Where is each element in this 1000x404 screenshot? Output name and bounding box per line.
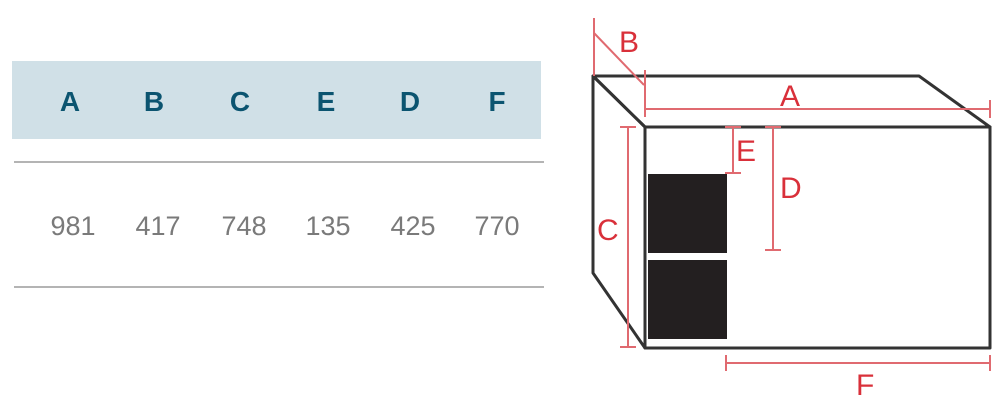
header-f: F <box>488 86 506 117</box>
value-a: 981 <box>50 211 96 241</box>
label-c: C <box>597 214 619 247</box>
drawer-lower <box>648 260 727 339</box>
drawer-upper <box>648 174 727 253</box>
value-d: 425 <box>390 211 436 241</box>
header-d: D <box>399 86 421 117</box>
table-header-band <box>12 61 541 139</box>
label-b: B <box>619 26 639 59</box>
header-a: A <box>59 86 81 117</box>
value-c: 748 <box>221 211 267 241</box>
divider <box>14 161 544 163</box>
header-e: E <box>316 86 336 117</box>
cabinet-outline <box>591 74 992 350</box>
label-a: A <box>780 80 800 113</box>
label-d: D <box>780 172 802 205</box>
label-f: F <box>856 369 874 402</box>
label-e: E <box>736 135 756 168</box>
header-b: B <box>143 86 165 117</box>
header-c: C <box>229 86 251 117</box>
divider <box>14 286 544 288</box>
value-e: 135 <box>305 211 351 241</box>
value-f: 770 <box>474 211 520 241</box>
value-b: 417 <box>135 211 181 241</box>
dimension-lines <box>593 18 991 371</box>
